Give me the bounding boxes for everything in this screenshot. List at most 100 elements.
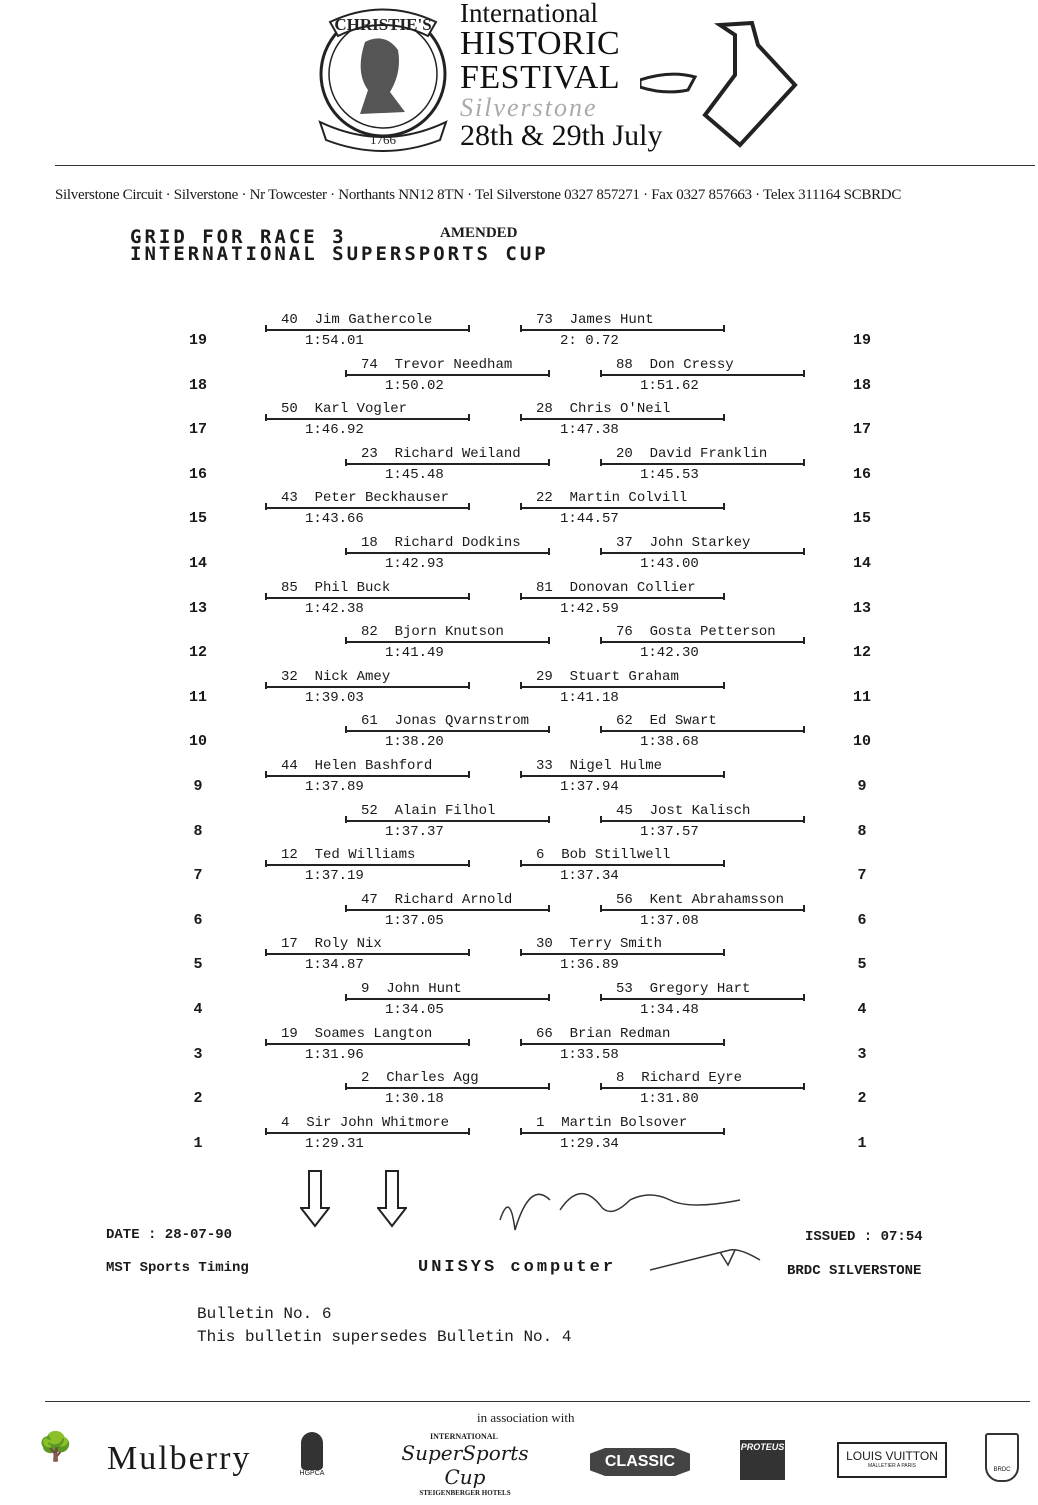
driver-entry: 62 Ed Swart xyxy=(600,713,805,734)
grid-row-number-left: 15 xyxy=(188,510,207,528)
driver-name: Sir John Whitmore xyxy=(306,1114,450,1131)
qualifying-time: 1:43.66 xyxy=(305,511,364,528)
driver-entry: 9 John Hunt xyxy=(345,981,550,1001)
driver-name: Jonas Qvarnstrom xyxy=(394,713,530,730)
driver-entry: 47 Richard Arnold xyxy=(345,891,550,912)
qualifying-time: 1:42.59 xyxy=(560,600,619,617)
qualifying-time: 1:41.49 xyxy=(385,645,444,662)
car-number: 22 xyxy=(536,490,553,507)
driver-entry: 76 Gosta Petterson xyxy=(600,624,805,645)
grid-row-number-left: 3 xyxy=(193,1045,203,1063)
car-number: 88 xyxy=(616,356,633,373)
qualifying-time: 1:42.38 xyxy=(305,600,364,617)
festival-line: Silverstone xyxy=(460,93,598,122)
car-number: 4 xyxy=(281,1114,290,1131)
festival-line: HISTORIC xyxy=(460,25,621,62)
qualifying-time: 1:46.92 xyxy=(305,422,364,439)
car-number: 1 xyxy=(536,1114,545,1131)
car-number: 28 xyxy=(536,401,553,418)
driver-entry: 20 David Franklin xyxy=(600,446,805,466)
driver-name: Jost Kalisch xyxy=(649,802,751,819)
driver-entry: 56 Kent Abrahamsson xyxy=(600,891,805,912)
qualifying-time: 1:37.94 xyxy=(560,779,619,795)
amended-label: AMENDED xyxy=(440,225,518,241)
driver-name: Richard Arnold xyxy=(394,891,513,908)
driver-entry: 17 Roly Nix xyxy=(265,936,470,957)
qualifying-time: 1:44.57 xyxy=(560,511,619,528)
grid-row-number-right: 16 xyxy=(852,465,871,483)
driver-entry: 4 Sir John Whitmore xyxy=(265,1114,470,1135)
car-number: 85 xyxy=(281,579,298,596)
driver-name: Nigel Hulme xyxy=(569,758,663,774)
mulberry-tree-icon: 🌳 xyxy=(38,1431,73,1462)
bulletin-supersedes: This bulletin supersedes Bulletin No. 4 xyxy=(197,1328,572,1346)
car-number: 81 xyxy=(536,579,553,596)
qualifying-time: 1:37.05 xyxy=(385,912,444,929)
louis-vuitton-logo: LOUIS VUITTON MALLETIER A PARIS xyxy=(837,1442,947,1478)
issued-time: ISSUED : 07:54 xyxy=(805,1229,923,1245)
proteus-logo: PROTEUS xyxy=(740,1440,785,1480)
qualifying-time: 1:29.34 xyxy=(560,1135,619,1152)
driver-entry: 22 Martin Colvill xyxy=(520,490,725,511)
qualifying-time: 1:42.93 xyxy=(385,556,444,572)
festival-line: FESTIVAL xyxy=(460,59,621,96)
driver-name: Don Cressy xyxy=(649,356,734,373)
driver-entry: 44 Helen Bashford xyxy=(265,758,470,778)
driver-entry: 85 Phil Buck xyxy=(265,579,470,600)
grid-row-number-right: 10 xyxy=(852,733,871,751)
car-number: 66 xyxy=(536,1025,553,1042)
grid-row-number-left: 10 xyxy=(188,733,207,751)
qualifying-time: 1:34.05 xyxy=(385,1002,444,1018)
driver-name: Roly Nix xyxy=(314,936,382,953)
driver-name: John Hunt xyxy=(386,981,462,997)
grid-row-number-right: 1 xyxy=(857,1134,867,1152)
grid-row-number-right: 18 xyxy=(852,376,871,394)
car-number: 29 xyxy=(536,668,553,685)
grid-row-number-right: 4 xyxy=(857,1001,867,1018)
car-number: 8 xyxy=(616,1070,625,1087)
grid-row-number-right: 5 xyxy=(857,956,867,974)
qualifying-time: 1:34.48 xyxy=(640,1002,699,1018)
car-number: 56 xyxy=(616,891,633,908)
down-arrow-icon xyxy=(377,1170,407,1228)
qualifying-time: 1:31.80 xyxy=(640,1091,699,1108)
qualifying-time: 1:39.03 xyxy=(305,689,364,706)
header-rule xyxy=(55,165,1035,166)
qualifying-time: 1:45.48 xyxy=(385,466,444,483)
car-number: 53 xyxy=(616,981,633,997)
grid-row-number-left: 11 xyxy=(188,688,207,706)
grid-row-number-right: 19 xyxy=(852,332,871,349)
festival-title: International HISTORIC FESTIVAL Silverst… xyxy=(460,0,663,151)
driver-name: Bob Stillwell xyxy=(561,847,671,864)
supersports-cup-logo: INTERNATIONAL SuperSports Cup STEIGENBER… xyxy=(390,1432,540,1497)
driver-name: Jim Gathercole xyxy=(314,312,433,328)
driver-entry: 37 John Starkey xyxy=(600,535,805,555)
grid-row-number-left: 12 xyxy=(188,644,207,662)
driver-name: Ted Williams xyxy=(314,847,416,864)
driver-entry: 53 Gregory Hart xyxy=(600,981,805,1001)
driver-entry: 88 Don Cressy xyxy=(600,356,805,377)
qualifying-time: 1:37.19 xyxy=(305,868,364,885)
driver-entry: 61 Jonas Qvarnstrom xyxy=(345,713,550,734)
grid-row-number-left: 9 xyxy=(193,778,203,795)
car-number: 30 xyxy=(536,936,553,953)
driver-name: Helen Bashford xyxy=(314,758,433,774)
silverstone-circuit-icon xyxy=(640,20,798,148)
hgpca-logo: HGPCA xyxy=(292,1432,332,1492)
ssc-name: SuperSports Cup xyxy=(401,1441,529,1489)
driver-name: Nick Amey xyxy=(314,668,391,685)
grid-row-number-left: 4 xyxy=(193,1001,203,1018)
driver-name: Martin Colvill xyxy=(569,490,688,507)
hgpca-text: HGPCA xyxy=(299,1470,325,1477)
qualifying-time: 1:37.08 xyxy=(640,912,699,929)
driver-entry: 29 Stuart Graham xyxy=(520,668,725,689)
